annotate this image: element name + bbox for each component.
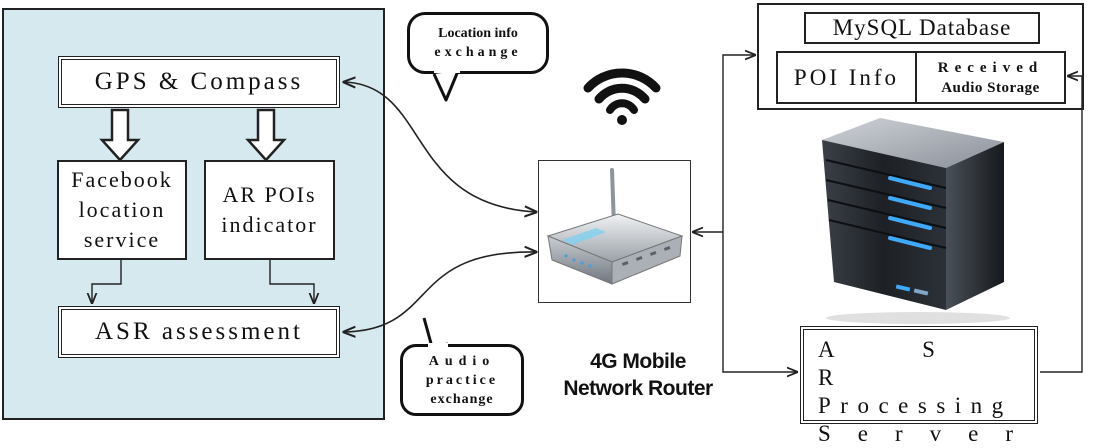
audio-storage-line-2: Audio Storage — [941, 79, 1040, 96]
audio-callout-tail — [422, 317, 449, 349]
ar-line-1: AR POIs — [222, 182, 317, 207]
router-label-line-2: Network Router — [563, 377, 713, 400]
location-callout: Location info exchange — [407, 12, 549, 74]
gps-compass-label: GPS & Compass — [94, 68, 304, 95]
location-callout-line-1: Location info — [438, 26, 518, 41]
audio-callout-line-1: Audio — [428, 353, 496, 369]
asr-assessment-label: ASR assessment — [95, 318, 303, 345]
poi-info-label: POI Info — [793, 64, 900, 90]
wifi-icon — [583, 68, 661, 125]
ar-line-2: indicator — [221, 212, 318, 237]
asr-server-line-1: A S R — [818, 337, 949, 390]
facebook-line-3: service — [83, 227, 161, 252]
facebook-to-asr-arrow — [92, 260, 122, 303]
router-to-database-arrow — [722, 55, 755, 232]
facebook-line-1: Facebook — [71, 167, 173, 192]
audio-storage-cell: Received Audio Storage — [915, 53, 1064, 102]
router-icon — [546, 168, 684, 285]
asr-server-to-storage-arrow — [1040, 76, 1083, 373]
audio-callout-line-2: practice — [425, 372, 499, 388]
hollow-arrow-left — [99, 108, 141, 162]
router-label: 4G Mobile Network Router — [540, 348, 736, 402]
poi-info-cell: POI Info — [778, 53, 915, 102]
audio-storage-line-1: Received — [937, 59, 1044, 76]
ar-poi-indicator-box: AR POIs indicator — [204, 160, 335, 260]
server-icon — [822, 118, 1010, 324]
gps-compass-box: GPS & Compass — [58, 56, 340, 108]
asr-assessment-box: ASR assessment — [58, 306, 340, 358]
facebook-location-box: Facebook location service — [57, 160, 187, 260]
mysql-title-box: MySQL Database — [804, 12, 1040, 44]
audio-callout: Audio practice exchange — [400, 344, 524, 416]
ar-to-asr-arrow — [269, 260, 314, 303]
router-to-asr-server-arrow — [722, 232, 797, 372]
mysql-title: MySQL Database — [832, 15, 1012, 40]
audio-callout-line-3: exchange — [430, 391, 494, 407]
location-callout-line-2: exchange — [434, 45, 522, 60]
hollow-arrow-right — [245, 108, 287, 162]
asr-router-link — [344, 252, 536, 332]
db-inner-box — [776, 51, 1066, 104]
router-label-line-1: 4G Mobile — [590, 350, 686, 373]
location-callout-tail — [432, 70, 460, 102]
facebook-line-2: location — [78, 197, 166, 222]
asr-server-line-2: Processing — [818, 393, 1013, 418]
gps-router-link — [344, 82, 536, 212]
